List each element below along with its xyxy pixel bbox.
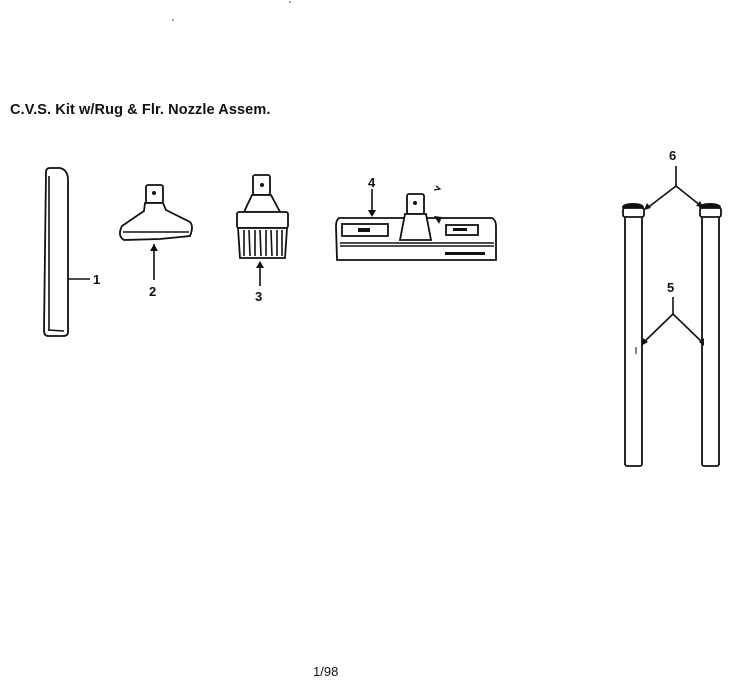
callout-leader-6 xyxy=(645,185,677,210)
page-footer: 1/98 xyxy=(313,664,339,679)
callout-6: 6 xyxy=(669,148,676,163)
callout-1: 1 xyxy=(93,272,100,287)
stray-mark xyxy=(433,185,442,191)
callout-5: 5 xyxy=(667,280,674,295)
arrow-head xyxy=(641,338,648,346)
stray-mark xyxy=(289,1,291,3)
arrow-head xyxy=(434,216,442,224)
rug-floor-nozzle xyxy=(335,193,497,261)
arrow-head xyxy=(696,201,703,207)
diagram-title: C.V.S. Kit w/Rug & Flr. Nozzle Assem. xyxy=(10,102,271,118)
dusting-brush xyxy=(236,174,289,259)
upholstery-tool xyxy=(119,184,193,241)
callout-2: 2 xyxy=(149,284,156,299)
arrow-head xyxy=(644,203,651,210)
stray-mark xyxy=(172,19,174,21)
wand-left xyxy=(622,203,645,467)
callout-leader-5 xyxy=(672,313,704,344)
wand-right xyxy=(699,203,722,467)
arrow-head xyxy=(368,210,376,217)
callout-4: 4 xyxy=(368,175,376,190)
crevice-tool xyxy=(43,167,69,337)
callout-3: 3 xyxy=(255,289,262,304)
callout-leader-5 xyxy=(642,313,674,344)
arrow-head xyxy=(256,261,264,268)
callout-leader-6 xyxy=(675,185,702,207)
arrow-head xyxy=(150,244,158,251)
arrow-head xyxy=(699,338,704,346)
